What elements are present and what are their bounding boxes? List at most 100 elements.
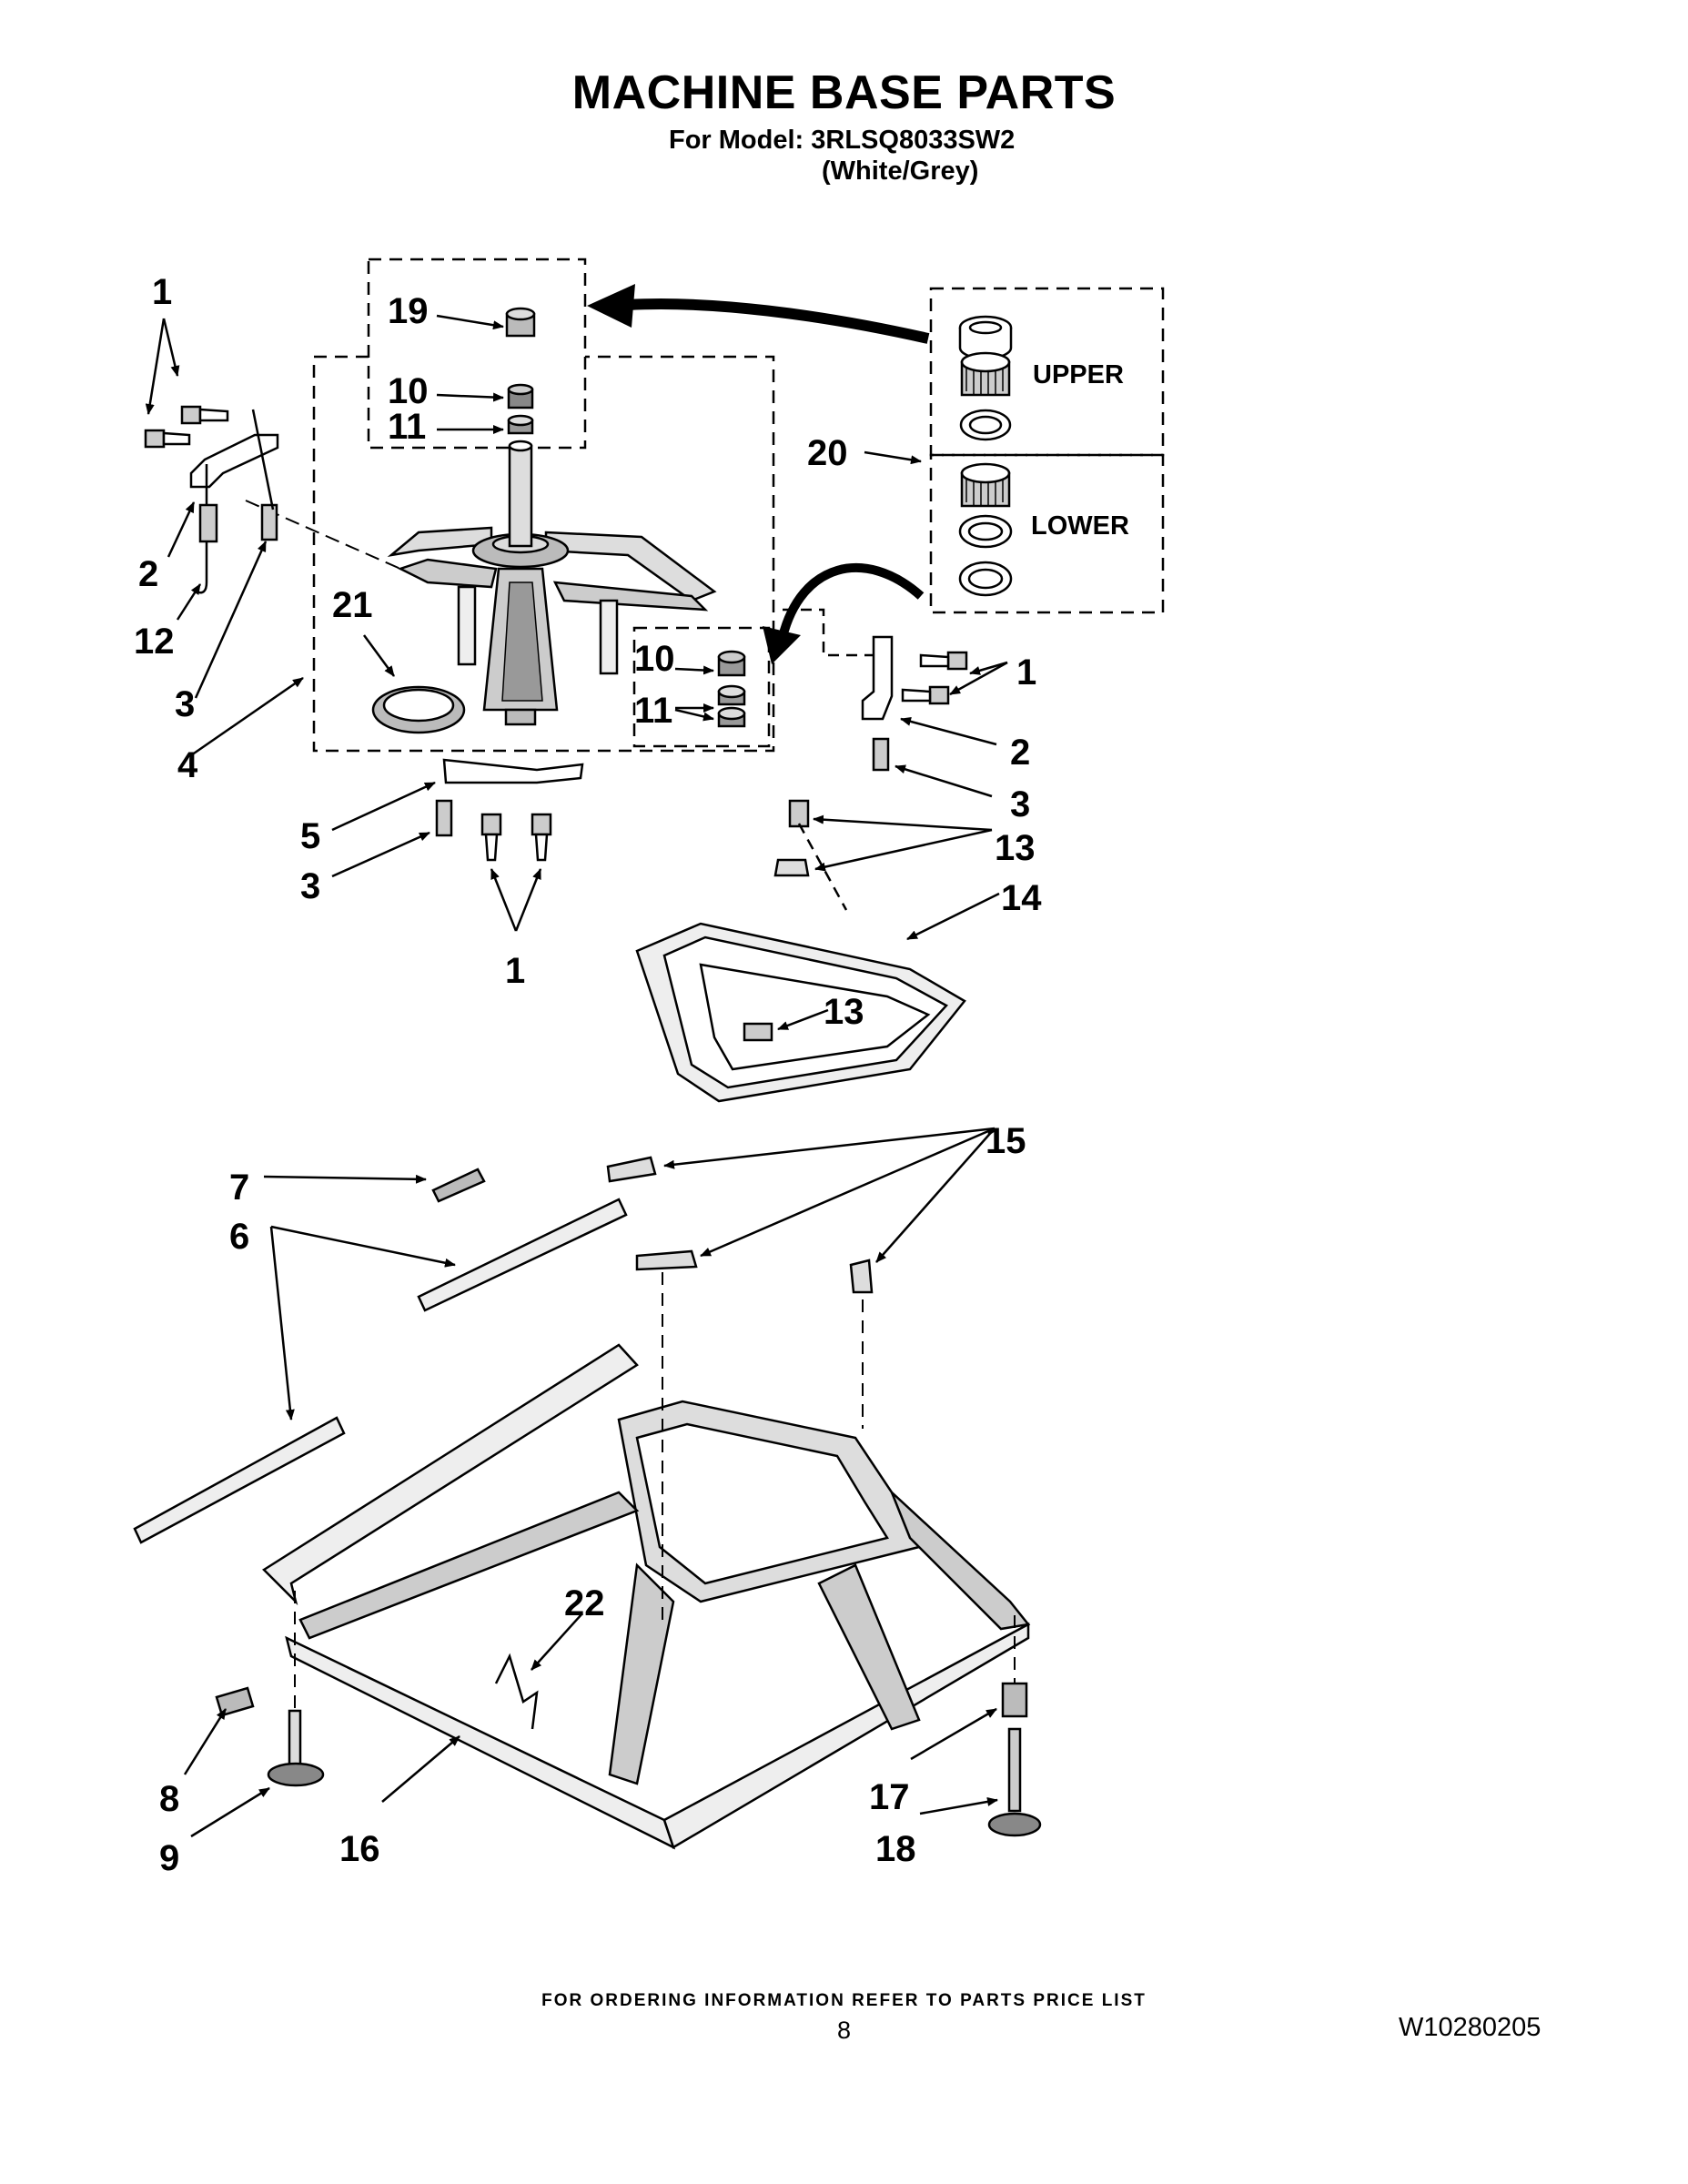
document-number: W10280205 — [1399, 2013, 1541, 2042]
snubber-13-a — [788, 799, 810, 828]
callout-19: 19 — [388, 291, 429, 331]
callout-12: 12 — [134, 622, 175, 662]
variant-line: (White/Grey) — [822, 157, 979, 186]
upper-bearing — [960, 351, 1011, 397]
bracket-2-left — [189, 433, 279, 489]
transmission-box — [312, 355, 775, 753]
callout-1b: 1 — [1016, 652, 1036, 693]
callout-3c: 3 — [300, 866, 320, 906]
callout-21: 21 — [332, 585, 373, 625]
bearing-kit-lower-box — [929, 453, 1165, 614]
right-bracket-group — [783, 608, 968, 772]
callout-17: 17 — [869, 1777, 910, 1817]
left-bracket-group — [144, 405, 279, 594]
kit-to-top-arrow-head — [587, 284, 635, 328]
lower-washer-1 — [958, 514, 1013, 549]
ordering-note: FOR ORDERING INFORMATION REFER TO PARTS … — [541, 1991, 1147, 2010]
alignment-lines — [294, 1272, 1016, 1709]
bolt-right-2 — [901, 685, 950, 705]
bolt-lower-2 — [531, 813, 552, 862]
pad-15-b — [635, 1249, 698, 1271]
bearing-10-right — [717, 650, 746, 677]
callout-18: 18 — [875, 1829, 916, 1869]
callout-1a: 1 — [152, 272, 172, 312]
callout-22: 22 — [564, 1583, 605, 1623]
right-bearing-box — [632, 626, 771, 748]
callout-3a: 3 — [175, 684, 195, 724]
box-label-upper: UPPER — [1033, 360, 1124, 389]
lower-washer-2 — [958, 561, 1013, 597]
hook-bar — [251, 409, 275, 511]
mid-parts — [133, 1156, 874, 1544]
right-bearing-stack — [717, 650, 746, 728]
leveling-leg-18 — [987, 1727, 1042, 1837]
bolt-left-1 — [180, 405, 229, 425]
transmission-assembly — [387, 440, 717, 726]
snubber-13-b — [773, 858, 810, 877]
leader-arrows — [145, 314, 1008, 1838]
bearing-10-top — [507, 383, 534, 410]
seal-ring-21 — [371, 685, 466, 734]
page-title: MACHINE BASE PARTS — [571, 66, 1117, 119]
callout-11b: 11 — [634, 691, 672, 731]
pad-15-c — [849, 1259, 874, 1294]
leg-sleeve-17 — [1001, 1682, 1028, 1718]
rail-6-lower — [133, 1416, 346, 1544]
upper-seal — [958, 315, 1013, 360]
kit-to-side-arrow — [778, 562, 925, 639]
rail-6-upper — [417, 1198, 628, 1312]
bolt-lower-1 — [480, 813, 502, 862]
callout-4: 4 — [177, 745, 198, 785]
page-number: 8 — [836, 2017, 852, 2044]
machine-base-16 — [262, 1343, 1031, 1850]
kit-to-top-arrow — [627, 298, 930, 344]
spring-3-left — [198, 503, 218, 543]
callout-2b: 2 — [1010, 733, 1030, 773]
washer-11-right-b — [717, 706, 746, 728]
callout-16: 16 — [339, 1829, 380, 1869]
callout-8: 8 — [159, 1779, 179, 1819]
upper-washer — [959, 409, 1012, 441]
seal-19 — [505, 307, 536, 338]
callout-2a: 2 — [138, 554, 158, 594]
callout-9: 9 — [159, 1838, 179, 1878]
callout-5: 5 — [300, 816, 320, 856]
spring-3-right — [872, 737, 890, 772]
callout-10a: 10 — [388, 371, 429, 411]
washer-11-right-a — [717, 684, 746, 706]
leg-9 — [267, 1709, 325, 1787]
callout-13b: 13 — [824, 992, 864, 1032]
callout-14: 14 — [1001, 878, 1042, 918]
callout-13a: 13 — [995, 828, 1036, 868]
washer-11-top — [507, 414, 534, 435]
tub-support-14 — [635, 799, 966, 1103]
callout-1c: 1 — [505, 951, 525, 991]
bolt-right-1 — [919, 651, 968, 671]
callout-6: 6 — [229, 1217, 249, 1257]
suspension-bracket-5 — [435, 758, 584, 862]
model-line: For Model: 3RLSQ8033SW2 — [669, 126, 1016, 155]
top-bearing-stack — [505, 307, 536, 435]
kit-to-side-arrow-head — [763, 626, 801, 664]
bolt-left-2 — [144, 429, 191, 449]
pad-15-a — [606, 1156, 657, 1183]
box-label-lower: LOWER — [1031, 511, 1129, 541]
callout-15: 15 — [986, 1121, 1026, 1161]
spring-3-upper — [260, 503, 278, 541]
spring-3-lower — [435, 799, 453, 837]
callout-10b: 10 — [634, 639, 675, 679]
pin-8 — [215, 1686, 255, 1717]
bearing-kit-parts — [958, 315, 1013, 597]
snubber-13-c — [743, 1022, 773, 1042]
clip-22 — [494, 1653, 539, 1730]
callout-7: 7 — [229, 1168, 249, 1208]
lower-bearing — [960, 462, 1011, 508]
callout-3b: 3 — [1010, 784, 1030, 824]
callout-20: 20 — [807, 433, 848, 473]
spring-7 — [431, 1168, 486, 1203]
top-bearing-box — [367, 258, 587, 450]
callout-numbers: 1 19 10 11 20 2 21 12 3 4 10 11 1 2 3 13… — [134, 272, 1042, 1878]
kit-arrows — [587, 284, 930, 664]
dashed-group-boxes — [312, 258, 1165, 753]
